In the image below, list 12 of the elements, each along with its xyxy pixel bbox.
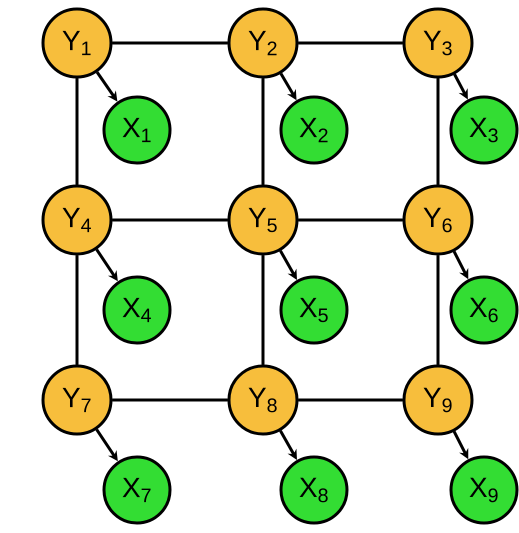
connector-line (112, 398, 228, 402)
connector-line (112, 218, 228, 222)
connector-line (112, 42, 228, 44)
connector-line (76, 78, 78, 184)
connector-line (298, 218, 402, 222)
connector-line (298, 398, 402, 402)
connector-line (436, 78, 440, 184)
connector-line (76, 256, 78, 364)
connector-line (262, 256, 264, 364)
connector-line (436, 256, 440, 364)
connector-line (262, 78, 264, 184)
connector-line (298, 42, 402, 44)
